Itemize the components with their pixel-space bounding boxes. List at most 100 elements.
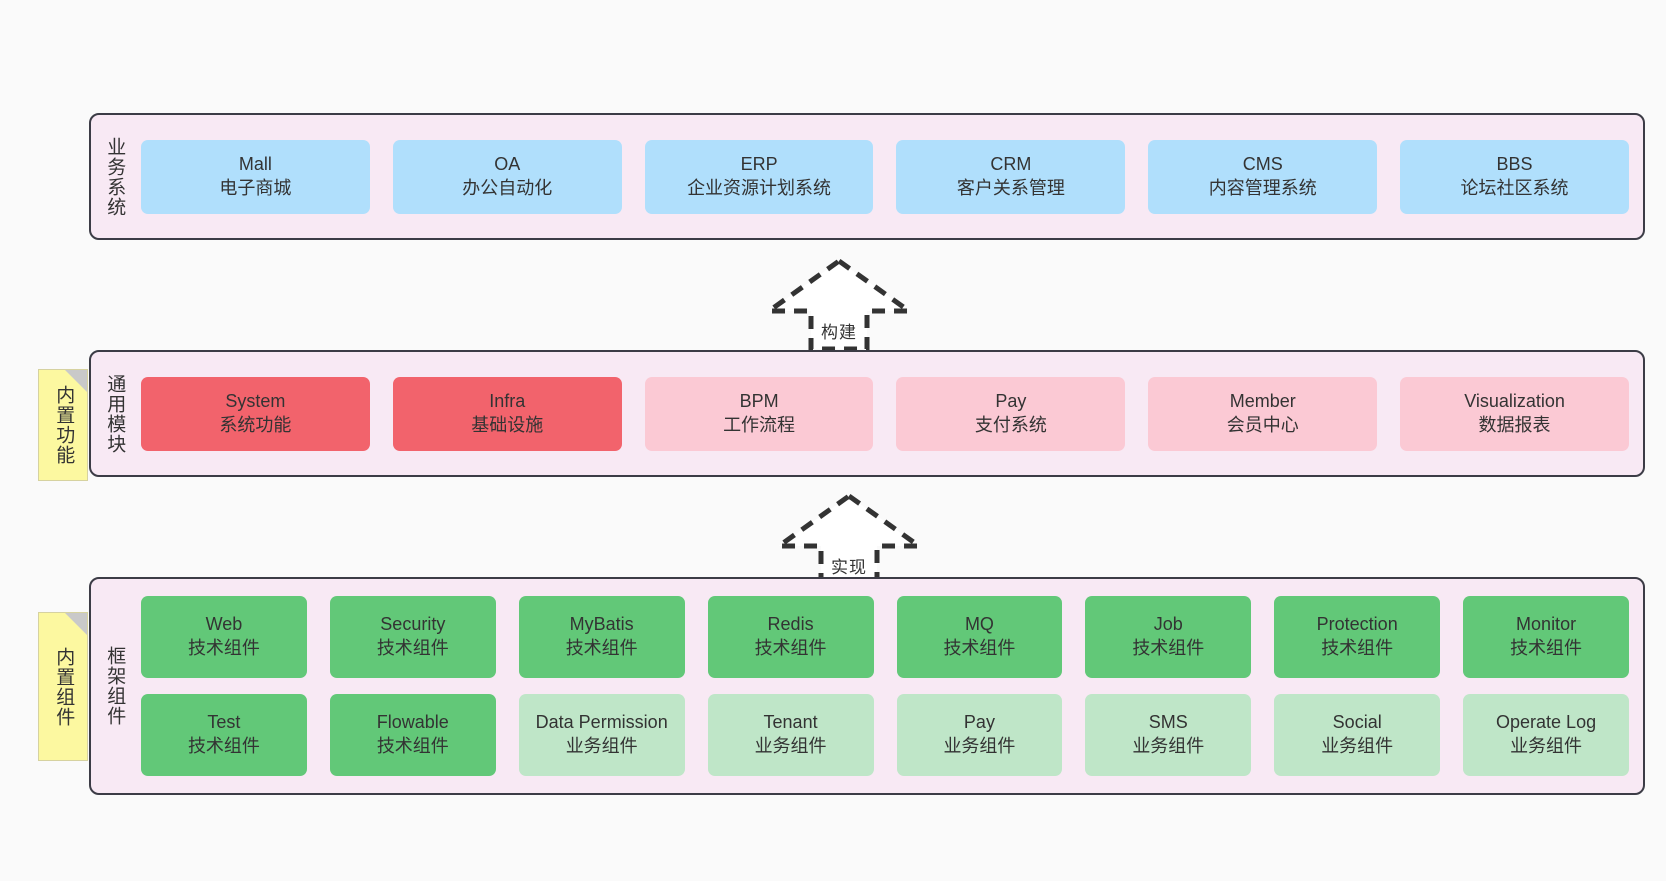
business-card-oa[interactable]: OA 办公自动化 (392, 139, 622, 214)
framework-card-tenant[interactable]: Tenant 业务组件 (707, 694, 874, 776)
card-subtitle: 数据报表 (1478, 414, 1551, 435)
card-title: Pay (963, 712, 995, 733)
card-title: Tenant (763, 712, 818, 733)
framework-card-web[interactable]: Web 技术组件 (141, 596, 307, 678)
card-subtitle: 技术组件 (1132, 638, 1205, 658)
card-subtitle: 会员中心 (1226, 414, 1299, 435)
note-builtin-component: 内置组件 (38, 612, 88, 761)
card-subtitle: 技术组件 (943, 638, 1016, 658)
framework-card-social[interactable]: Social 业务组件 (1274, 694, 1441, 776)
layer-common-module-body: System 系统功能 Infra 基础设施 BPM 工作流程 Pay 支付系统… (137, 352, 1643, 475)
card-subtitle: 电子商城 (219, 177, 292, 198)
card-title: Web (205, 614, 243, 635)
card-subtitle: 业务组件 (1510, 736, 1583, 756)
card-title: Pay (995, 390, 1027, 411)
layer-business-system: 业务系统 Mall 电子商城 OA 办公自动化 ERP 企业资源计划系统 CRM… (89, 113, 1645, 240)
card-subtitle: 办公自动化 (462, 177, 553, 198)
layer-framework-component-label: 框架组件 (104, 646, 126, 726)
card-subtitle: 业务组件 (565, 736, 638, 756)
business-card-bbs[interactable]: BBS 论坛社区系统 (1400, 139, 1629, 214)
module-card-bpm[interactable]: BPM 工作流程 (644, 376, 874, 451)
card-title: Infra (489, 390, 526, 411)
layer-framework-component-body: Web 技术组件 Security 技术组件 MyBatis 技术组件 Redi… (137, 579, 1643, 793)
card-title: CRM (990, 153, 1032, 174)
card-subtitle: 技术组件 (565, 638, 638, 658)
card-title: Flowable (376, 712, 449, 733)
layer-framework-component: 框架组件 Web 技术组件 Security 技术组件 MyBatis 技术组件… (89, 577, 1645, 795)
card-subtitle: 技术组件 (1321, 638, 1394, 658)
card-subtitle: 技术组件 (754, 638, 827, 658)
up-arrow-icon (761, 257, 917, 352)
module-card-infra[interactable]: Infra 基础设施 (392, 376, 622, 451)
framework-card-mq[interactable]: MQ 技术组件 (896, 596, 1063, 678)
framework-card-data-permission[interactable]: Data Permission 业务组件 (518, 694, 685, 776)
card-title: CMS (1242, 153, 1283, 174)
card-subtitle: 技术组件 (1510, 638, 1583, 658)
card-title: Mall (238, 153, 272, 174)
note-builtin-component-label: 内置组件 (53, 646, 75, 727)
framework-card-operate-log[interactable]: Operate Log 业务组件 (1463, 694, 1629, 776)
card-subtitle: 客户关系管理 (956, 177, 1065, 198)
connector-implement-arrow: 实现 (769, 490, 929, 590)
card-subtitle: 业务组件 (1321, 736, 1394, 756)
framework-row-technical: Web 技术组件 Security 技术组件 MyBatis 技术组件 Redi… (141, 596, 1629, 678)
card-subtitle: 业务组件 (1132, 736, 1205, 756)
card-title: SMS (1148, 712, 1188, 733)
card-title: BBS (1496, 153, 1533, 174)
card-title: Member (1229, 390, 1296, 411)
layer-common-module-label: 通用模块 (104, 373, 126, 454)
card-subtitle: 工作流程 (723, 414, 796, 435)
framework-card-monitor[interactable]: Monitor 技术组件 (1463, 596, 1629, 678)
card-subtitle: 技术组件 (376, 736, 449, 756)
card-title: Job (1153, 614, 1183, 635)
card-title: BPM (739, 390, 779, 411)
business-card-cms[interactable]: CMS 内容管理系统 (1148, 139, 1378, 214)
framework-card-mybatis[interactable]: MyBatis 技术组件 (518, 596, 685, 678)
layer-business-system-label: 业务系统 (104, 136, 126, 217)
up-arrow-icon (771, 492, 927, 587)
framework-card-security[interactable]: Security 技术组件 (329, 596, 496, 678)
connector-build-arrow: 构建 (759, 255, 919, 355)
framework-card-pay[interactable]: Pay 业务组件 (896, 694, 1063, 776)
card-title: MyBatis (569, 614, 634, 635)
card-subtitle: 基础设施 (471, 414, 544, 435)
framework-card-sms[interactable]: SMS 业务组件 (1085, 694, 1252, 776)
framework-card-protection[interactable]: Protection 技术组件 (1274, 596, 1441, 678)
module-card-visualization[interactable]: Visualization 数据报表 (1400, 376, 1629, 451)
business-card-mall[interactable]: Mall 电子商城 (141, 139, 370, 214)
card-title: System (225, 390, 286, 411)
card-title: Data Permission (535, 712, 668, 733)
framework-card-test[interactable]: Test 技术组件 (141, 694, 307, 776)
layer-common-module: 通用模块 System 系统功能 Infra 基础设施 BPM 工作流程 Pay… (89, 350, 1645, 477)
module-card-system[interactable]: System 系统功能 (141, 376, 370, 451)
business-row: Mall 电子商城 OA 办公自动化 ERP 企业资源计划系统 CRM 客户关系… (141, 139, 1629, 214)
business-card-crm[interactable]: CRM 客户关系管理 (896, 139, 1126, 214)
note-builtin-function: 内置功能 (38, 369, 88, 481)
card-title: MQ (964, 614, 994, 635)
framework-card-job[interactable]: Job 技术组件 (1085, 596, 1252, 678)
module-card-member[interactable]: Member 会员中心 (1148, 376, 1378, 451)
framework-card-redis[interactable]: Redis 技术组件 (707, 596, 874, 678)
card-subtitle: 业务组件 (754, 736, 827, 756)
card-subtitle: 业务组件 (943, 736, 1016, 756)
business-card-erp[interactable]: ERP 企业资源计划系统 (644, 139, 874, 214)
card-subtitle: 技术组件 (376, 638, 449, 658)
card-subtitle: 技术组件 (187, 638, 260, 658)
module-card-pay[interactable]: Pay 支付系统 (896, 376, 1126, 451)
note-builtin-function-label: 内置功能 (53, 385, 75, 465)
card-subtitle: 系统功能 (219, 414, 292, 435)
card-title: ERP (740, 153, 778, 174)
card-subtitle: 技术组件 (187, 736, 260, 756)
card-subtitle: 支付系统 (974, 414, 1047, 435)
layer-business-system-body: Mall 电子商城 OA 办公自动化 ERP 企业资源计划系统 CRM 客户关系… (137, 115, 1643, 238)
module-row: System 系统功能 Infra 基础设施 BPM 工作流程 Pay 支付系统… (141, 376, 1629, 451)
framework-row-business: Test 技术组件 Flowable 技术组件 Data Permission … (141, 694, 1629, 776)
framework-card-flowable[interactable]: Flowable 技术组件 (329, 694, 496, 776)
card-subtitle: 企业资源计划系统 (687, 177, 832, 198)
card-title: Protection (1316, 614, 1398, 635)
card-title: Redis (767, 614, 814, 635)
card-subtitle: 内容管理系统 (1208, 177, 1317, 198)
card-title: OA (494, 153, 521, 174)
card-title: Operate Log (1496, 712, 1597, 733)
